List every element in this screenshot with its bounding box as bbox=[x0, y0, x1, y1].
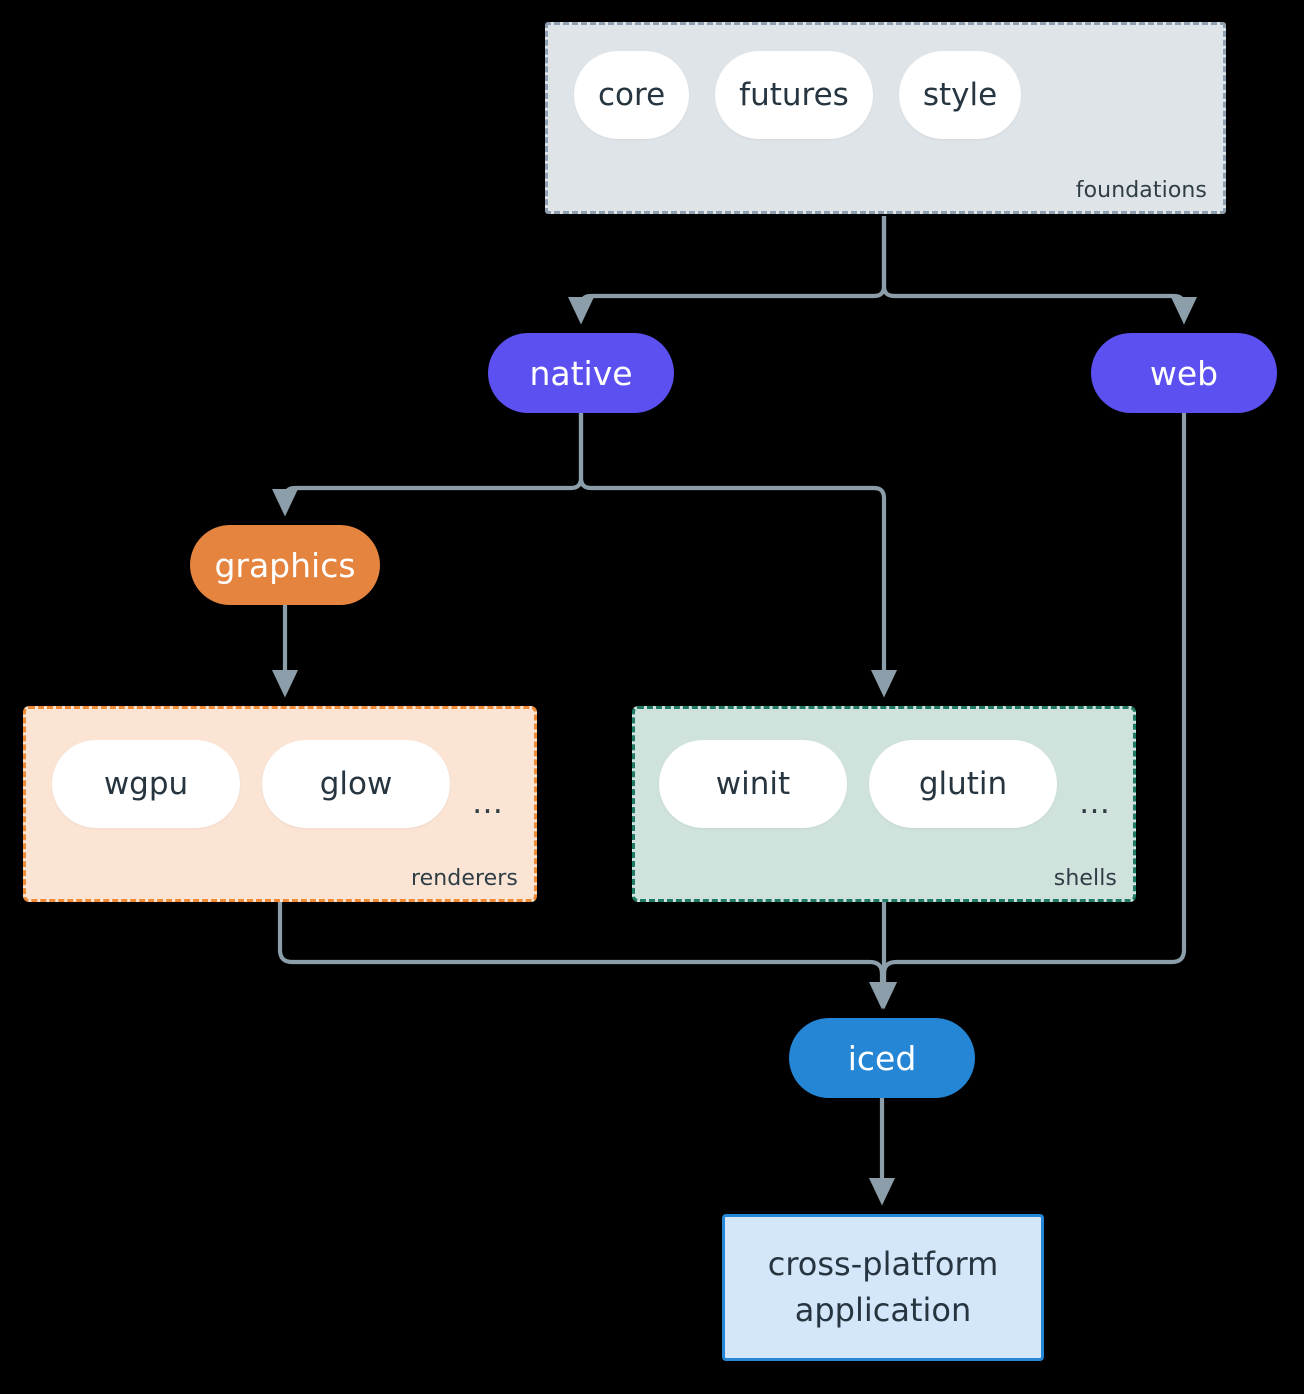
node-glow[interactable]: glow bbox=[262, 740, 450, 828]
node-renderers-ellipsis: … bbox=[472, 785, 505, 821]
node-winit[interactable]: winit bbox=[659, 740, 847, 828]
node-futures[interactable]: futures bbox=[715, 51, 873, 139]
cluster-renderers-items: wgpu glow … bbox=[26, 709, 560, 835]
cluster-renderers: wgpu glow … renderers bbox=[23, 706, 537, 902]
edge-native-shells bbox=[578, 413, 898, 698]
edge-foundations-native bbox=[567, 216, 887, 325]
node-wgpu[interactable]: wgpu bbox=[52, 740, 240, 828]
node-graphics[interactable]: graphics bbox=[190, 525, 380, 605]
cluster-shells-items: winit glutin … bbox=[635, 709, 1157, 835]
node-web[interactable]: web bbox=[1091, 333, 1277, 413]
node-iced[interactable]: iced bbox=[789, 1018, 975, 1098]
application-line-1: cross-platform bbox=[767, 1245, 999, 1284]
edge-renderers-iced bbox=[277, 902, 896, 1010]
edge-native-graphics bbox=[271, 413, 584, 517]
node-style[interactable]: style bbox=[898, 51, 1022, 139]
node-glutin[interactable]: glutin bbox=[869, 740, 1057, 828]
application-line-2: application bbox=[794, 1290, 972, 1329]
cluster-foundations: core futures style foundations bbox=[545, 22, 1226, 214]
cluster-shells-label: shells bbox=[1053, 866, 1117, 891]
node-cross-platform-application[interactable]: cross-platform application bbox=[722, 1214, 1044, 1361]
node-shells-ellipsis: … bbox=[1079, 785, 1112, 821]
cluster-foundations-label: foundations bbox=[1075, 178, 1207, 203]
node-native[interactable]: native bbox=[488, 333, 674, 413]
cluster-shells: winit glutin … shells bbox=[632, 706, 1136, 902]
edge-foundations-web bbox=[881, 216, 1198, 325]
node-core[interactable]: core bbox=[574, 51, 690, 139]
cluster-foundations-items: core futures style bbox=[548, 25, 1249, 139]
cluster-renderers-label: renderers bbox=[410, 866, 518, 891]
